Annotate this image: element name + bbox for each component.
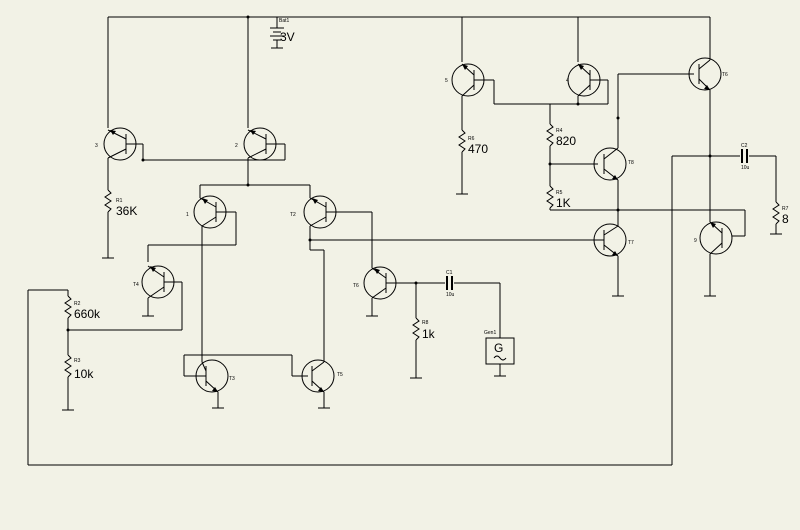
c2-ref: C2	[741, 143, 748, 149]
transistor-5-label: 5	[445, 78, 448, 84]
resistor-r5[interactable]: R5 1K	[546, 185, 571, 210]
transistor-t8-label: T8	[628, 160, 634, 166]
r6-ref: R6	[468, 136, 475, 142]
transistor-t8[interactable]: T8	[593, 147, 634, 181]
c2-value: 10u	[741, 165, 750, 171]
resistor-r2[interactable]: R2 660k	[64, 290, 101, 355]
transistor-t5-label: T5	[337, 372, 343, 378]
capacitor-c2[interactable]: C2 10u	[710, 143, 776, 171]
r2-value: 660k	[74, 307, 101, 321]
transistor-t6-output-label: T6	[722, 72, 728, 78]
transistor-t6-output[interactable]: T6	[688, 57, 728, 91]
transistor-1-label: 1	[186, 212, 189, 218]
r7-ref: R7	[782, 206, 789, 212]
transistor-3-label: 3	[95, 143, 98, 149]
transistor-9[interactable]: 9	[694, 221, 733, 255]
gen1-symbol: G	[494, 341, 503, 355]
resistor-r7[interactable]: R7 8	[770, 156, 789, 235]
r3-value: 10k	[74, 367, 94, 381]
transistor-2-label: 2	[235, 143, 238, 149]
transistor-t3-label: T6	[353, 283, 359, 289]
r7-value: 8	[782, 212, 789, 226]
transistor-t6-mirror-label: T3	[229, 376, 235, 382]
r8-ref: R8	[422, 320, 429, 326]
r3-ref: R3	[74, 358, 81, 364]
supply-rail	[107, 15, 711, 128]
resistor-r8[interactable]: R8 1k	[410, 283, 436, 379]
transistor-t2-label: T2	[290, 212, 296, 218]
transistor-t5[interactable]: T5	[301, 359, 343, 393]
transistor-t7[interactable]: T7	[593, 223, 634, 257]
c1-value: 10u	[446, 292, 455, 298]
resistor-r1[interactable]: R1 36K	[102, 158, 137, 259]
r8-value: 1k	[422, 327, 436, 341]
resistor-r6[interactable]: R6 470	[456, 96, 488, 195]
transistor-t7-label: T7	[628, 240, 634, 246]
r4-value: 820	[556, 134, 576, 148]
r5-value: 1K	[556, 196, 571, 210]
r2-ref: R2	[74, 301, 81, 307]
transistor-9-label: 9	[694, 238, 697, 244]
r6-value: 470	[468, 142, 488, 156]
battery-ref: Bat1	[279, 18, 290, 24]
r1-ref: R1	[116, 198, 123, 204]
r5-ref: R5	[556, 190, 563, 196]
resistor-r4[interactable]: R4 820	[546, 123, 576, 186]
battery-bat1[interactable]: Bat1 3V	[270, 17, 295, 49]
r1-value: 36K	[116, 204, 137, 218]
gen1-ref: Gen1	[484, 330, 496, 336]
transistor-2[interactable]: 2	[235, 127, 277, 161]
generator-gen1[interactable]: G Gen1	[484, 330, 515, 377]
transistor-t4-label: T4	[133, 282, 139, 288]
transistor-4-label: 4	[566, 78, 569, 84]
battery-value: 3V	[280, 30, 295, 44]
r4-ref: R4	[556, 128, 563, 134]
resistor-r3[interactable]: R3 10k	[62, 354, 94, 411]
c1-ref: C1	[446, 270, 453, 276]
capacitor-c1[interactable]: C1 10u	[446, 270, 500, 298]
